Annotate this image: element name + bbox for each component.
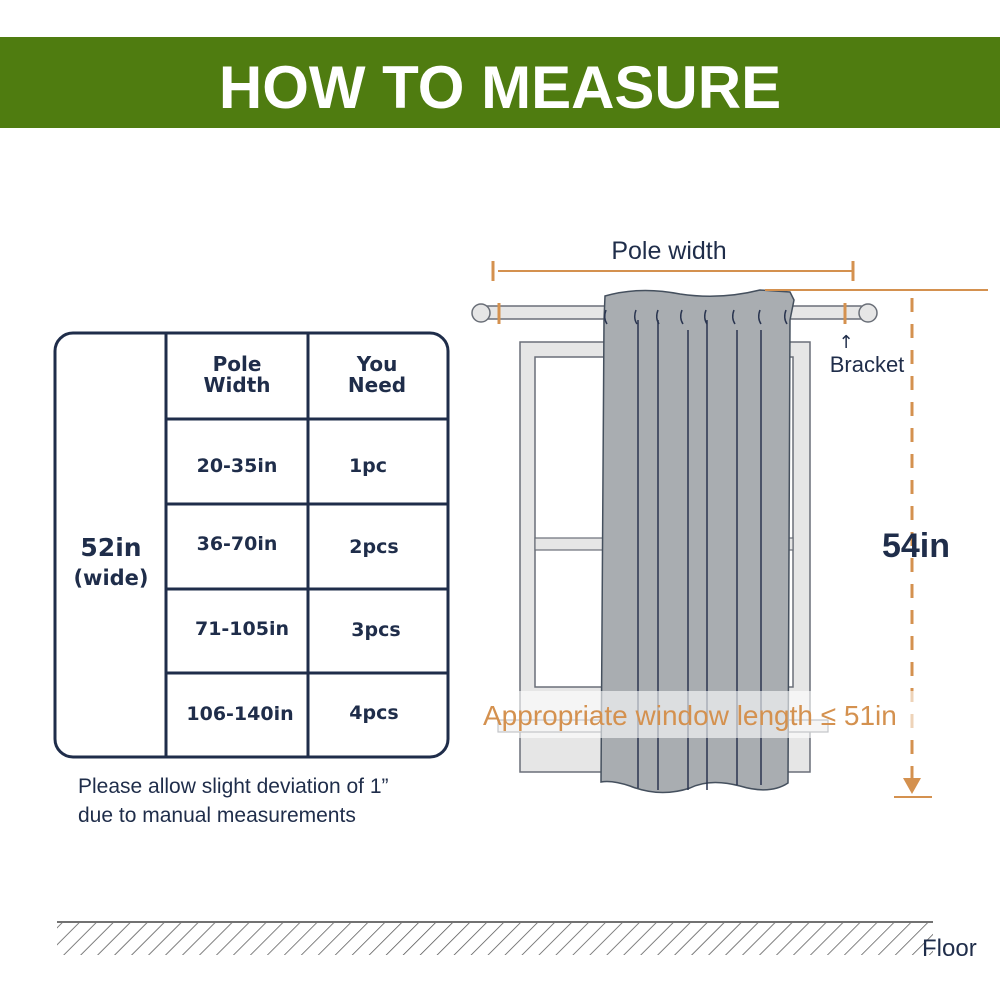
row-3-pole-width: 71-105in	[195, 618, 289, 640]
row-4-pole-width: 106-140in	[186, 703, 293, 725]
header-pole-width-1: Pole	[213, 352, 262, 376]
floor: Floor	[57, 921, 977, 962]
pole-width-label: Pole width	[611, 237, 726, 265]
window-length-label: Appropriate window length ≤ 51in	[483, 700, 897, 731]
size-table: 52in (wide) Pole Width You Need 20-35in …	[53, 331, 450, 759]
curtain-diagram: Pole width ↑ Bracket	[471, 237, 988, 798]
length-label: 54in	[882, 527, 950, 565]
row-3-you-need: 3pcs	[351, 619, 400, 641]
note-line-1: Please allow slight deviation of 1”	[78, 775, 389, 798]
curtain	[600, 289, 795, 794]
page-title: HOW TO MEASURE	[219, 54, 781, 121]
panel-width: 52in	[80, 533, 141, 562]
bracket-arrow-icon: ↑	[838, 332, 853, 353]
header-you-need-1: You	[356, 352, 398, 376]
panel-width-note: (wide)	[73, 566, 148, 590]
bracket-label: Bracket	[830, 352, 905, 377]
note-line-2: due to manual measurements	[78, 804, 356, 827]
title-banner	[0, 37, 1000, 128]
floor-label: Floor	[922, 935, 977, 962]
row-2-pole-width: 36-70in	[197, 533, 278, 555]
header-you-need-2: Need	[348, 373, 406, 397]
row-4-you-need: 4pcs	[349, 702, 398, 724]
row-2-you-need: 2pcs	[349, 536, 398, 558]
row-1-you-need: 1pc	[349, 455, 387, 477]
row-1-pole-width: 20-35in	[197, 455, 278, 477]
header-pole-width-2: Width	[203, 373, 270, 397]
